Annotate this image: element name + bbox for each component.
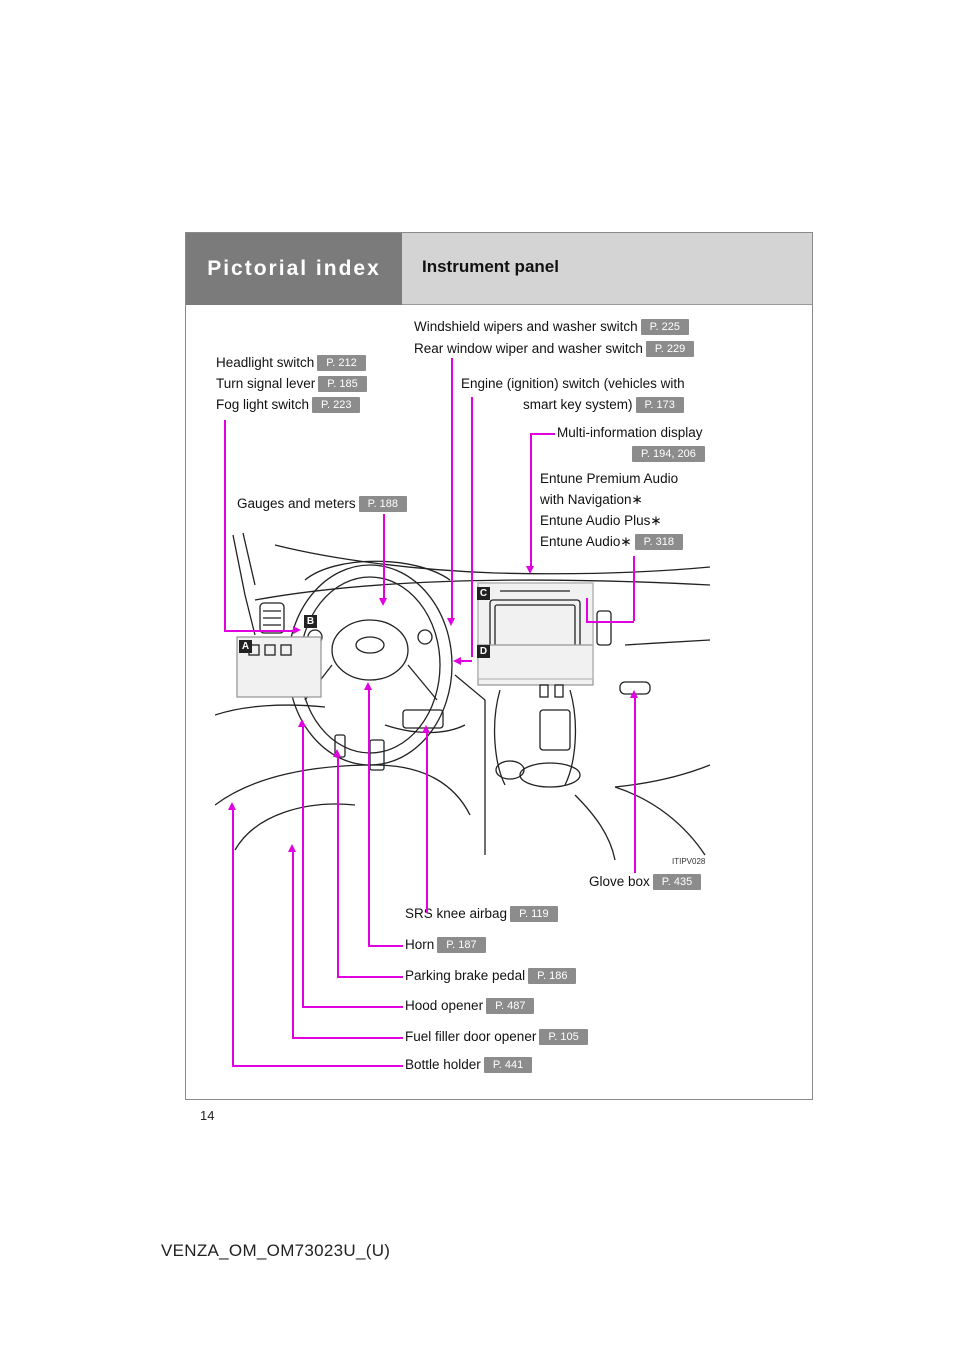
leader-line bbox=[530, 433, 555, 435]
page-ref[interactable]: P. 225 bbox=[640, 319, 689, 335]
leader-line bbox=[426, 733, 428, 913]
page-ref[interactable]: P. 212 bbox=[317, 355, 366, 371]
leader-line bbox=[634, 698, 636, 873]
leader-arrow bbox=[293, 626, 301, 634]
section-title: Pictorial index bbox=[186, 233, 402, 305]
leader-arrow bbox=[379, 598, 387, 606]
leader-line bbox=[586, 621, 634, 623]
leader-line bbox=[471, 397, 473, 657]
leader-arrow bbox=[422, 725, 430, 733]
page-title: Instrument panel bbox=[422, 257, 559, 276]
leader-line bbox=[383, 514, 385, 598]
label-text: Gauges and meters bbox=[237, 496, 356, 511]
leader-line bbox=[302, 1006, 403, 1008]
page-ref[interactable]: P. 186 bbox=[528, 968, 577, 984]
page-ref[interactable]: P. 487 bbox=[486, 998, 535, 1014]
image-code: ITIPV028 bbox=[672, 857, 706, 866]
leader-line bbox=[337, 976, 403, 978]
label-text: Entune Audio∗ bbox=[540, 534, 632, 549]
leader-line bbox=[292, 852, 294, 1038]
page-ref[interactable]: P. 435 bbox=[652, 874, 702, 890]
leader-arrow bbox=[228, 802, 236, 810]
leader-line bbox=[337, 757, 339, 977]
leader-line bbox=[460, 660, 472, 662]
leader-arrow bbox=[364, 682, 372, 690]
page-ref[interactable]: P. 185 bbox=[318, 376, 367, 392]
leader-arrow bbox=[526, 566, 534, 574]
label-engine-switch-line1: Engine (ignition) switch (vehicles with bbox=[461, 376, 685, 391]
callout-badge-b: B bbox=[304, 615, 317, 628]
label-text: Fuel filler door opener bbox=[405, 1029, 537, 1044]
page-header: Instrument panel bbox=[402, 233, 812, 305]
label-entune-audio: Entune Audio∗P. 318 bbox=[540, 534, 684, 550]
label-entune-premium-line1: Entune Premium Audio bbox=[540, 471, 679, 486]
leader-arrow bbox=[630, 690, 638, 698]
leader-line bbox=[232, 810, 234, 1066]
leader-line bbox=[292, 1037, 403, 1039]
label-text: Horn bbox=[405, 937, 435, 952]
page-ref[interactable]: P. 318 bbox=[634, 534, 684, 550]
label-text: Glove box bbox=[589, 874, 650, 889]
leader-line bbox=[586, 598, 588, 622]
label-text: Hood opener bbox=[405, 998, 484, 1013]
leader-line bbox=[368, 945, 403, 947]
leader-line bbox=[224, 630, 294, 632]
leader-arrow bbox=[333, 749, 341, 757]
page-ref[interactable]: P. 188 bbox=[358, 496, 407, 512]
page-ref[interactable]: P. 229 bbox=[645, 341, 695, 357]
label-text: smart key system) bbox=[523, 397, 633, 412]
page-number: 14 bbox=[200, 1108, 215, 1123]
label-text: Bottle holder bbox=[405, 1057, 481, 1072]
leader-line bbox=[302, 727, 304, 1007]
label-text: Turn signal lever bbox=[216, 376, 316, 391]
leader-line bbox=[633, 556, 635, 621]
leader-arrow bbox=[447, 618, 455, 626]
label-engine-switch: smart key system)P. 173 bbox=[523, 397, 684, 413]
callout-badge-a: A bbox=[239, 640, 252, 653]
leader-line bbox=[224, 420, 226, 630]
leader-line bbox=[530, 433, 532, 568]
page-ref[interactable]: P. 223 bbox=[312, 397, 361, 413]
page-ref[interactable]: P. 173 bbox=[635, 397, 684, 413]
page-ref[interactable]: P. 119 bbox=[510, 906, 558, 922]
leader-line bbox=[368, 690, 370, 945]
label-text: Rear window wiper and washer switch bbox=[414, 341, 643, 356]
label-entune-audio-plus: Entune Audio Plus∗ bbox=[540, 513, 662, 528]
leader-line bbox=[232, 1065, 403, 1067]
label-text: Headlight switch bbox=[216, 355, 315, 370]
label-multi-info-display: Multi-information display bbox=[557, 425, 703, 440]
leader-arrow bbox=[298, 719, 306, 727]
label-entune-premium-line2: with Navigation∗ bbox=[540, 492, 643, 507]
leader-line bbox=[451, 358, 453, 620]
page-ref[interactable]: P. 441 bbox=[483, 1057, 533, 1073]
leader-arrow bbox=[288, 844, 296, 852]
label-text: Parking brake pedal bbox=[405, 968, 526, 983]
page-ref-multi-info[interactable]: P. 194, 206 bbox=[632, 446, 705, 462]
footer-doc-code: VENZA_OM_OM73023U_(U) bbox=[161, 1241, 391, 1260]
page-ref[interactable]: P. 187 bbox=[437, 937, 486, 953]
label-text: Windshield wipers and washer switch bbox=[414, 319, 638, 334]
page-ref[interactable]: P. 105 bbox=[539, 1029, 588, 1045]
callout-badge-d: D bbox=[477, 645, 490, 658]
label-text: SRS knee airbag bbox=[405, 906, 508, 921]
callout-badge-c: C bbox=[477, 587, 490, 600]
leader-arrow bbox=[453, 657, 461, 665]
label-text: Fog light switch bbox=[216, 397, 310, 412]
